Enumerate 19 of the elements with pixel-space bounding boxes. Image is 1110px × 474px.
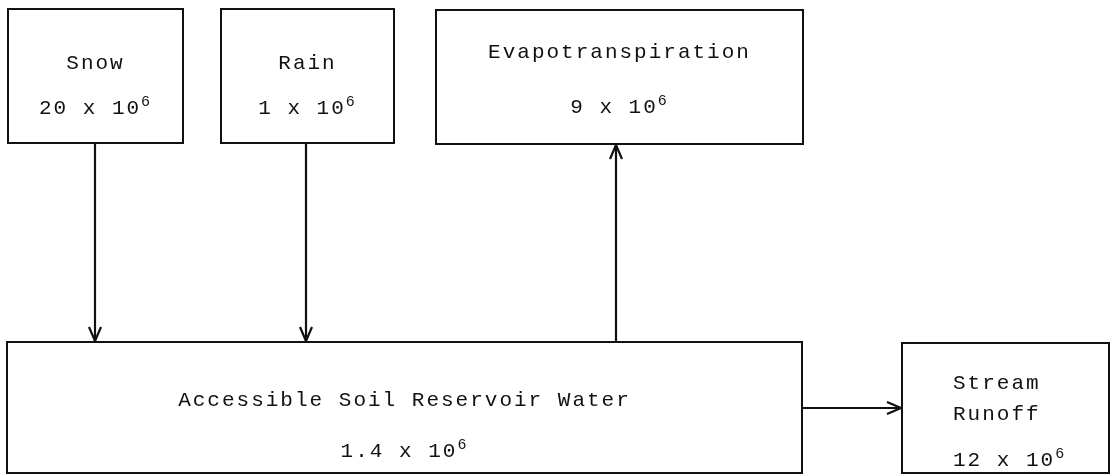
node-value: 20 x 10$^{6}$ [37,94,154,120]
process-box [901,342,1110,474]
process-box [6,341,803,474]
node-title: Stream Runoff [953,371,1042,428]
arrow [608,143,624,341]
node-value: 1.4 x 10$^{6}$ [339,437,470,463]
node-title: Rain [277,52,338,75]
node-value: 9 x 10$^{6}$ [569,93,670,119]
node-title: Accessible Soil Reservoir Water [177,389,632,412]
node-title: Evapotranspiration [487,41,752,64]
node-value: 1 x 10$^{6}$ [257,94,358,120]
arrow [298,144,314,343]
arrow [87,144,103,343]
node-title: Snow [65,52,126,75]
process-box [220,8,395,144]
node-value: 12 x 10$^{6}$ [953,446,1067,472]
process-box [7,8,184,144]
arrow [803,400,903,416]
process-box [435,9,804,145]
